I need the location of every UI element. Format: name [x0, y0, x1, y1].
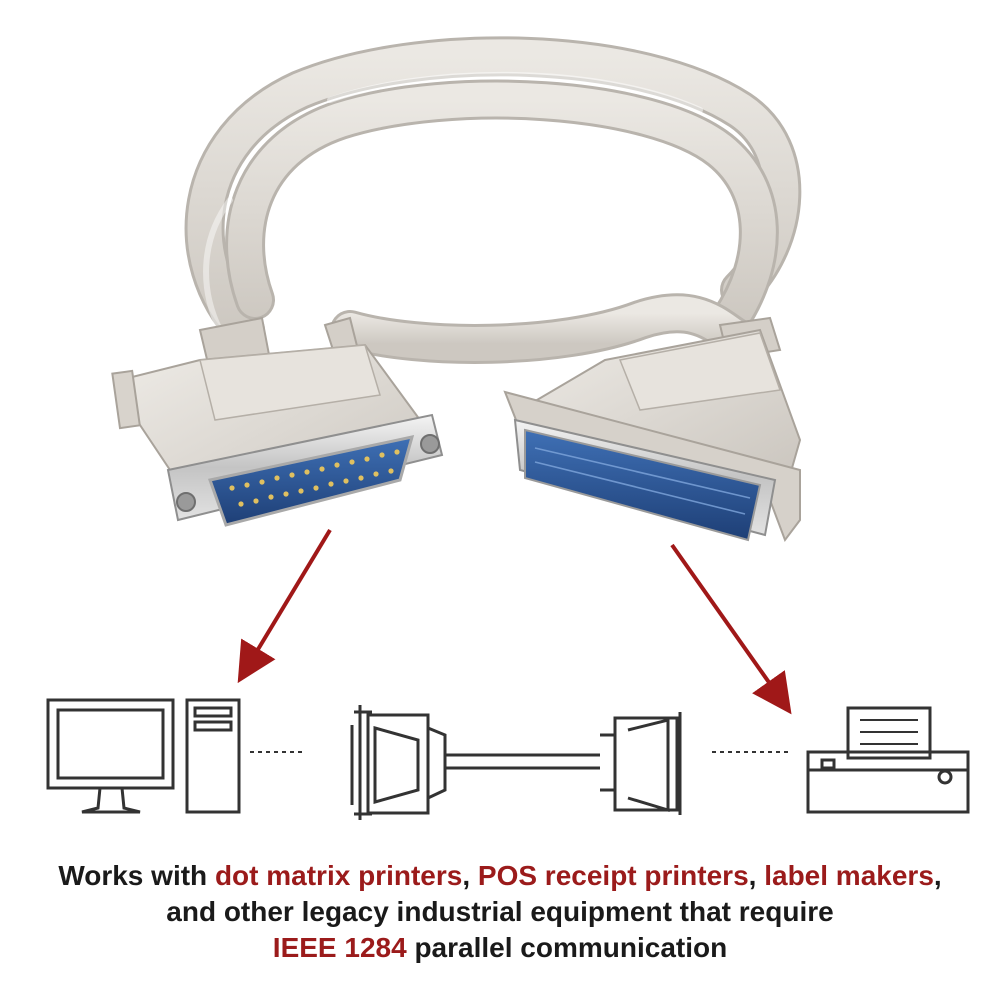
connection-diagram — [46, 698, 970, 820]
caption-prefix: Works with — [58, 860, 215, 891]
db25-connector-photo — [111, 316, 444, 527]
caption-highlight-ieee: IEEE 1284 — [272, 932, 407, 963]
caption-highlight-pos: POS receipt printers — [477, 860, 749, 891]
centronics-connector-photo — [503, 316, 802, 543]
right-arrow — [670, 543, 792, 715]
caption-highlight-dot-matrix: dot matrix printers — [214, 860, 463, 891]
left-arrow — [237, 528, 332, 684]
caption-line-2: and other legacy industrial equipment th… — [166, 896, 834, 927]
printer-icon — [806, 706, 970, 814]
centronics-connector-icon — [600, 712, 682, 815]
desktop-computer-icon — [46, 698, 241, 814]
caption-separator: , — [748, 860, 765, 891]
caption-suffix: , — [933, 860, 942, 891]
caption-line-3-text: parallel communication — [406, 932, 728, 963]
caption-highlight-label-makers: label makers — [764, 860, 934, 891]
caption: Works with dot matrix printers, POS rece… — [0, 858, 1000, 966]
caption-line-1: Works with dot matrix printers, POS rece… — [0, 858, 1000, 894]
caption-separator: , — [462, 860, 478, 891]
cable-coil — [184, 36, 802, 364]
caption-line-3: IEEE 1284 parallel communication — [0, 930, 1000, 966]
db25-connector-icon — [350, 705, 447, 820]
